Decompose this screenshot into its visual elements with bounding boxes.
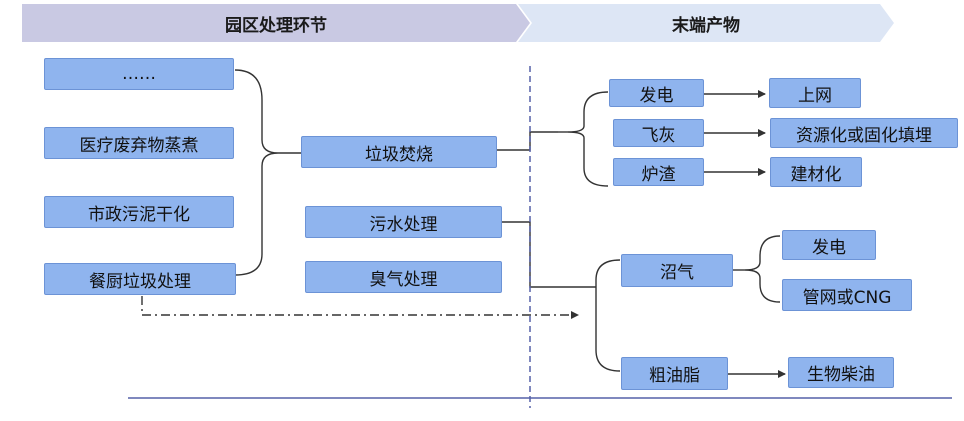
sewage-products-bracket [595,259,621,372]
incineration-products-bracket [567,91,609,187]
product-box-slag: 炉渣 [613,158,704,186]
incineration-out-line [497,131,558,151]
end-box-flyash-use: 资源化或固化填埋 [770,118,958,148]
end-box-biogas-power: 发电 [782,230,876,260]
source-box-kitchen-waste: 餐厨垃圾处理 [44,263,236,295]
kitchen-dashdot-line [141,296,579,319]
product-box-crude-oil: 粗油脂 [621,357,728,390]
stage-banner-processing: 园区处理环节 [22,4,530,42]
end-box-building-material: 建材化 [770,157,862,187]
process-box-odor: 臭气处理 [305,261,502,293]
source-box-municipal-sludge: 市政污泥干化 [44,196,234,228]
end-box-grid: 上网 [769,78,861,108]
source-box-ellipsis: …… [44,58,234,90]
process-box-sewage: 污水处理 [305,206,502,238]
end-box-biodiesel: 生物柴油 [788,357,894,388]
product-box-power: 发电 [609,79,704,107]
end-box-pipe-cng: 管网或CNG [782,279,912,311]
stage-banner-end-products: 末端产物 [518,4,894,42]
sources-bracket [234,69,279,276]
sewage-out-line [502,221,596,288]
source-box-medical-waste: 医疗废弃物蒸煮 [44,127,234,159]
product-box-biogas: 沼气 [621,254,733,287]
biogas-bracket [744,235,781,303]
product-box-fly-ash: 飞灰 [613,119,704,147]
process-box-incineration: 垃圾焚烧 [301,136,497,168]
